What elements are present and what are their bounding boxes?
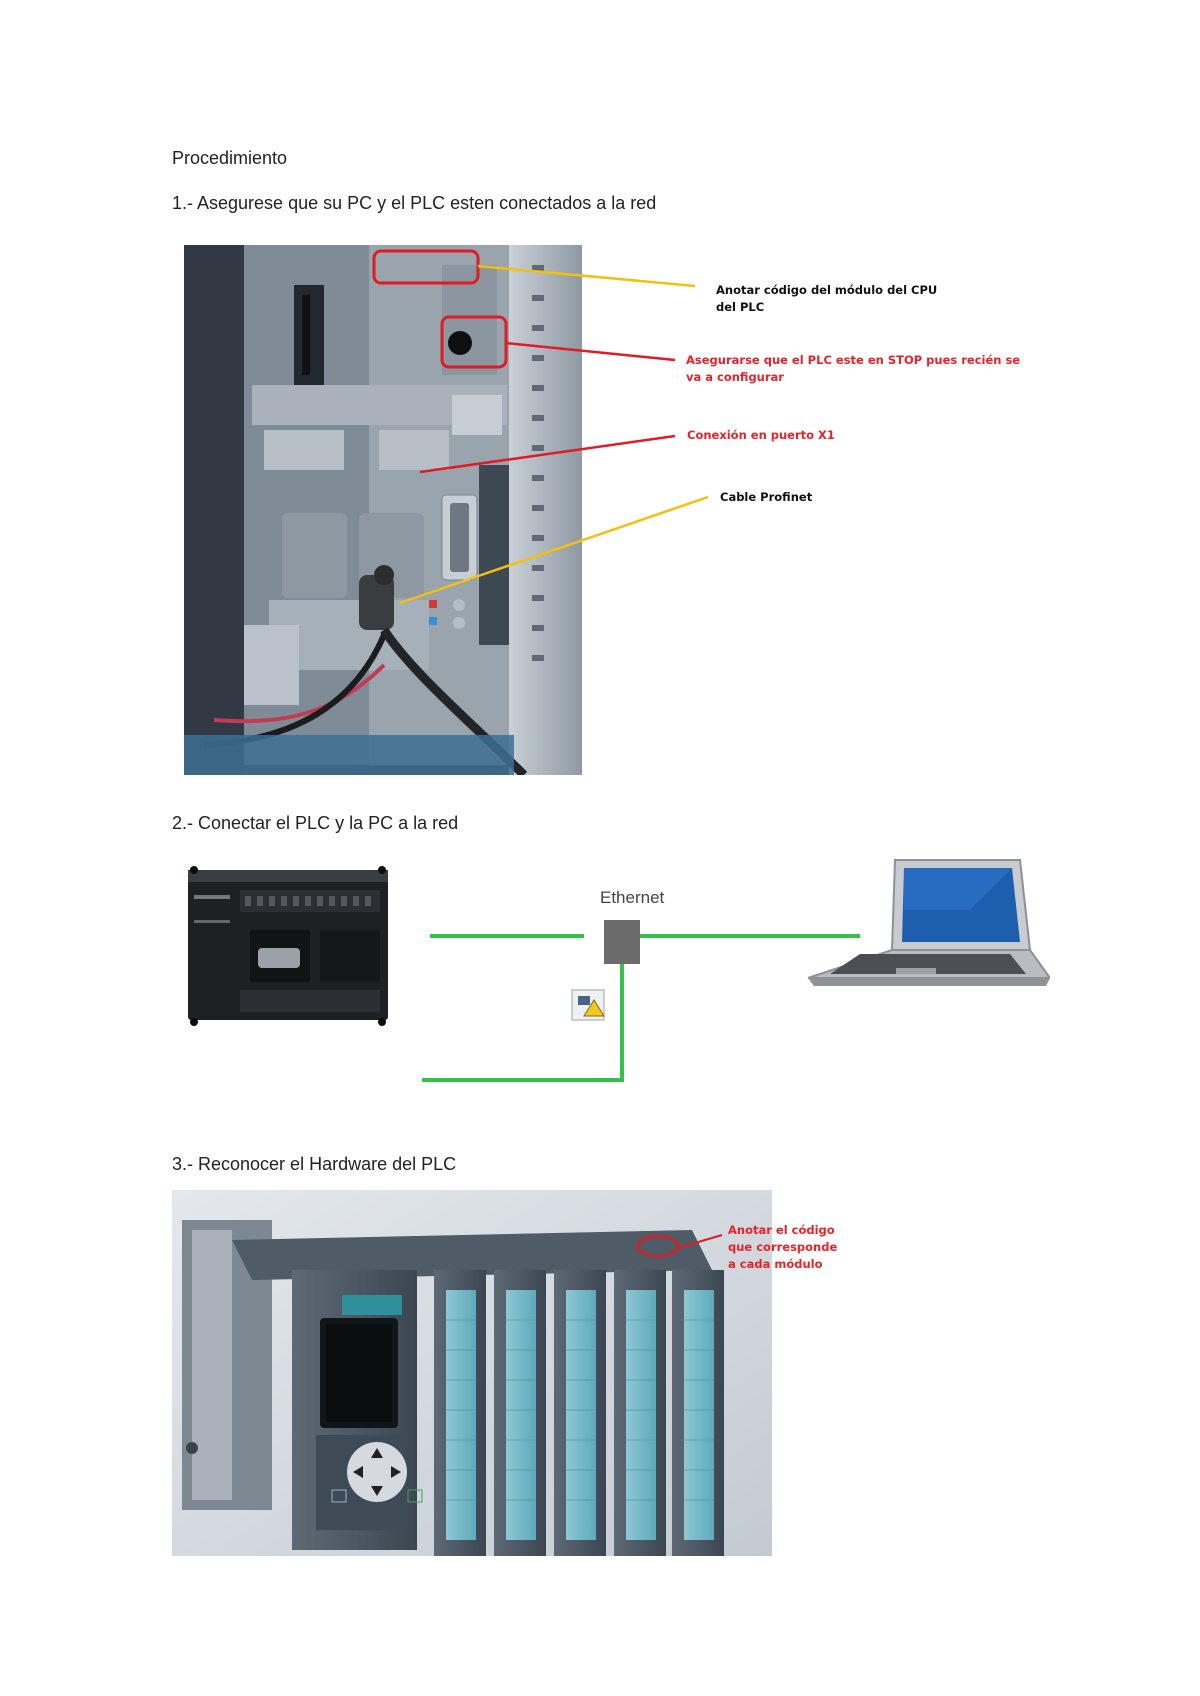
annotation-cpu-code: Anotar código del módulo del CPU del PLC — [716, 283, 938, 314]
annotation-module-code: Anotar el código que corresponde a cada … — [728, 1223, 838, 1271]
ethernet-switch — [604, 920, 640, 964]
callout-line-cpu-code — [477, 264, 696, 288]
callout-line-stop — [505, 341, 676, 362]
network-diagram — [188, 859, 1050, 1082]
laptop-image — [807, 859, 1050, 986]
network-config-icon — [571, 989, 605, 1021]
photo3-callout-line — [677, 1234, 723, 1249]
plc-device-image — [188, 866, 388, 1026]
plc-rack-photo — [172, 1190, 772, 1556]
photo1-callout-lines — [399, 264, 709, 605]
annotation-profinet: Cable Profinet — [720, 490, 813, 504]
callout-line-module-code — [677, 1234, 723, 1249]
step-2-title: 2.- Conectar el PLC y la PC a la red — [172, 813, 459, 833]
step-3-title: 3.- Reconocer el Hardware del PLC — [172, 1154, 457, 1174]
callout-line-profinet — [399, 495, 709, 605]
callout-line-x1 — [419, 434, 676, 474]
annotation-stop-mode: Asegurarse que el PLC este en STOP pues … — [686, 353, 1021, 384]
annotation-port-x1: Conexión en puerto X1 — [687, 428, 835, 442]
ethernet-label: Ethernet — [600, 888, 665, 907]
plc-cpu-photo — [184, 245, 582, 775]
step-1-title: 1.- Asegurese que su PC y el PLC esten c… — [172, 193, 657, 213]
document-heading: Procedimiento — [172, 148, 288, 168]
